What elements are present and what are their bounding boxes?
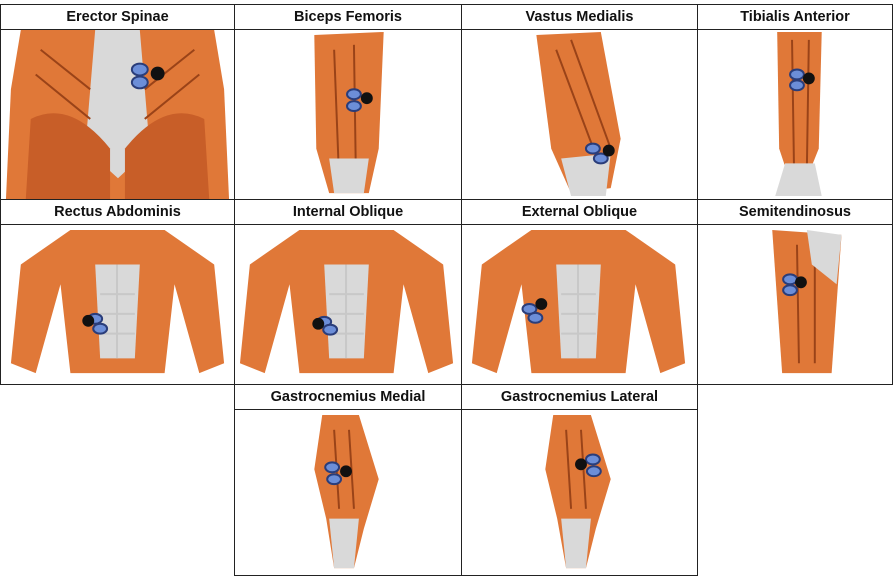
panel-tibialis-anterior: Tibialis Anterior bbox=[697, 4, 893, 200]
panel-erector-spinae: Erector Spinae bbox=[0, 4, 235, 200]
anatomy-image-shin bbox=[698, 30, 892, 199]
panel-gastrocnemius-lateral: Gastrocnemius Lateral bbox=[461, 384, 698, 576]
panel-title: External Oblique bbox=[462, 200, 697, 225]
panel-title: Gastrocnemius Medial bbox=[235, 385, 461, 410]
panel-title: Erector Spinae bbox=[1, 5, 234, 30]
panel-external-oblique: External Oblique bbox=[461, 199, 698, 385]
anatomy-image-thigh-back bbox=[698, 225, 892, 384]
panel-title: Biceps Femoris bbox=[235, 5, 461, 30]
panel-title: Internal Oblique bbox=[235, 200, 461, 225]
panel-gastrocnemius-medial: Gastrocnemius Medial bbox=[234, 384, 462, 576]
anatomy-image-calf bbox=[462, 410, 697, 575]
anatomy-image-torso bbox=[235, 225, 461, 384]
panel-title: Semitendinosus bbox=[698, 200, 892, 225]
anatomy-image-thigh-back bbox=[235, 30, 461, 199]
anatomy-image-thigh-front bbox=[462, 30, 697, 199]
anatomy-image-back bbox=[1, 30, 234, 199]
panel-vastus-medialis: Vastus Medialis bbox=[461, 4, 698, 200]
panel-rectus-abdominis: Rectus Abdominis bbox=[0, 199, 235, 385]
panel-semitendinosus: Semitendinosus bbox=[697, 199, 893, 385]
panel-title: Tibialis Anterior bbox=[698, 5, 892, 30]
panel-title: Rectus Abdominis bbox=[1, 200, 234, 225]
panel-internal-oblique: Internal Oblique bbox=[234, 199, 462, 385]
anatomy-image-torso bbox=[1, 225, 234, 384]
panel-title: Gastrocnemius Lateral bbox=[462, 385, 697, 410]
anatomy-image-calf bbox=[235, 410, 461, 575]
panel-title: Vastus Medialis bbox=[462, 5, 697, 30]
panel-biceps-femoris: Biceps Femoris bbox=[234, 4, 462, 200]
anatomy-image-torso bbox=[462, 225, 697, 384]
